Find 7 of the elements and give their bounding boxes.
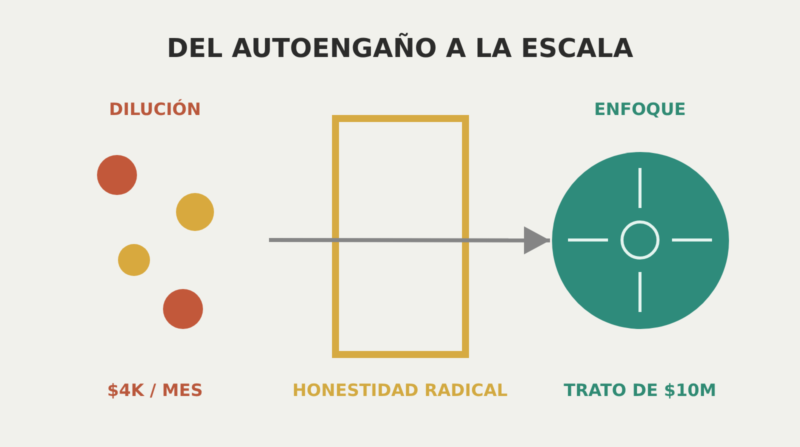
title: DEL AUTOENGAÑO A LA ESCALA [166, 35, 634, 65]
section-caption: TRATO DE $10M [564, 382, 716, 402]
section-heading: ENFOQUE [594, 101, 686, 121]
section-caption: $4K / MES [107, 382, 203, 402]
section-heading: DILUCIÓN [109, 101, 201, 121]
arrow [269, 226, 550, 254]
section-caption: HONESTIDAD RADICAL [292, 382, 508, 402]
